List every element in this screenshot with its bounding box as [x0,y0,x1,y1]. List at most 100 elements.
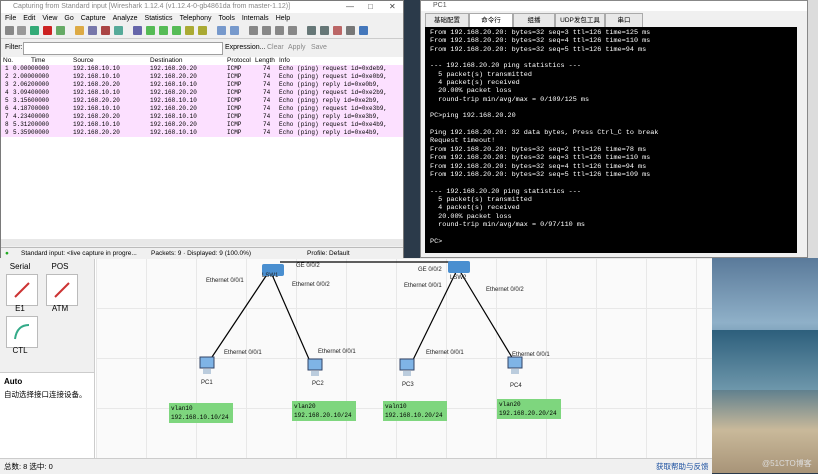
menu-statistics[interactable]: Statistics [144,15,173,22]
interfaces-icon[interactable] [5,26,14,35]
terminal-scrollbar[interactable] [797,27,805,253]
first-packet-icon[interactable] [185,26,194,35]
col-length[interactable]: Length [255,57,275,64]
profile-status[interactable]: Profile: Default [307,250,350,257]
resize-columns-icon[interactable] [288,26,297,35]
coloring-rules-icon[interactable] [333,26,342,35]
zoom-normal-icon[interactable] [275,26,284,35]
filter-input[interactable] [23,42,223,55]
go-back-icon[interactable] [146,26,155,35]
filter-save-button[interactable]: Save [311,44,327,51]
pc3-icon[interactable] [398,358,416,378]
filter-apply-button[interactable]: Apply [288,44,306,51]
preferences-icon[interactable] [346,26,355,35]
packet-time: 0.00000000 [13,65,50,72]
capture-filters-icon[interactable] [307,26,316,35]
topology-canvas[interactable] [96,258,712,458]
packet-no: 1 [5,65,9,72]
pc2-icon[interactable] [306,358,324,378]
lsw2-port-e002: Ethernet 0/0/2 [486,287,524,293]
packet-dst: 192.168.20.20 [150,73,197,80]
filter-expression-button[interactable]: Expression... [225,44,266,51]
menu-view[interactable]: View [42,15,58,22]
maximize-button[interactable]: □ [368,2,373,11]
help-icon[interactable] [359,26,368,35]
col-info[interactable]: Info [279,57,290,64]
open-file-icon[interactable] [75,26,84,35]
packet-time: 4.18700000 [13,105,50,112]
menu-help[interactable]: Help [275,15,291,22]
go-forward-icon[interactable] [159,26,168,35]
col-time[interactable]: Time [31,57,46,64]
e1-cable-tool[interactable] [6,274,38,306]
close-file-icon[interactable] [101,26,110,35]
atm-cable-tool[interactable] [46,274,78,306]
find-packet-icon[interactable] [133,26,142,35]
tab-udp-tool[interactable]: UDP发包工具 [555,13,605,28]
menu-internals[interactable]: Internals [241,15,269,22]
pc1-icon[interactable] [198,356,216,376]
tab-multicast[interactable]: 组播 [513,13,555,28]
help-feedback-link[interactable]: 获取帮助与反馈 [656,462,709,471]
autoscroll-icon[interactable] [230,26,239,35]
options-icon[interactable] [17,26,26,35]
ctl-cable-tool[interactable] [6,316,38,348]
col-protocol[interactable]: Protocol [227,57,251,64]
link-lsw1-pc1 [207,269,271,364]
auto-title: Auto [4,377,23,386]
pc1-titlebar: PC1 [421,1,807,11]
lsw1-icon[interactable] [262,264,284,276]
tool-label-ctl: CTL [12,346,28,355]
packet-len: 74 [263,81,271,88]
packet-src: 192.168.20.20 [73,113,120,120]
zoom-out-icon[interactable] [262,26,271,35]
save-file-icon[interactable] [88,26,97,35]
colorize-icon[interactable] [217,26,226,35]
lsw2-icon[interactable] [448,261,470,273]
packet-time: 3.09400000 [13,89,50,96]
zoom-in-icon[interactable] [249,26,258,35]
packet-time: 4.23400000 [13,113,50,120]
menu-go[interactable]: Go [64,15,74,22]
filter-clear-button[interactable]: Clear [267,44,284,51]
start-capture-icon[interactable] [30,26,39,35]
menu-edit[interactable]: Edit [23,15,36,22]
link-lsw2-pc4 [457,267,517,365]
pc4-icon[interactable] [506,356,524,376]
tab-serial[interactable]: 串口 [605,13,643,28]
restart-capture-icon[interactable] [56,26,65,35]
ensp-status-bar: 总数: 8 选中: 0 获取帮助与反馈 [0,458,712,474]
menu-analyze[interactable]: Analyze [112,15,138,22]
packet-dst: 192.168.20.20 [150,105,197,112]
pc4-port: Ethernet 0/0/1 [512,352,550,358]
horizontal-scrollbar[interactable] [1,239,403,246]
tab-basic-config[interactable]: 基础配置 [425,13,469,28]
menu-telephony[interactable]: Telephony [179,15,212,22]
menu-capture[interactable]: Capture [80,15,106,22]
menu-tools[interactable]: Tools [218,15,235,22]
display-filters-icon[interactable] [320,26,329,35]
go-to-packet-icon[interactable] [172,26,181,35]
terminal-line: From 192.168.20.20: bytes=32 seq=3 ttl=1… [430,154,651,163]
wallpaper-sea [712,330,818,390]
reload-icon[interactable] [114,26,123,35]
terminal-output[interactable]: From 192.168.20.20: bytes=32 seq=3 ttl=1… [425,27,797,253]
col-destination[interactable]: Destination [150,57,183,64]
col-source[interactable]: Source [73,57,94,64]
close-button[interactable]: ✕ [389,2,396,11]
minimize-button[interactable]: — [346,2,354,11]
stop-capture-icon[interactable] [43,26,52,35]
tab-command-line[interactable]: 命令行 [469,13,513,28]
last-packet-icon[interactable] [198,26,207,35]
col-no[interactable]: No. [3,57,14,64]
menu-file[interactable]: File [5,15,17,22]
